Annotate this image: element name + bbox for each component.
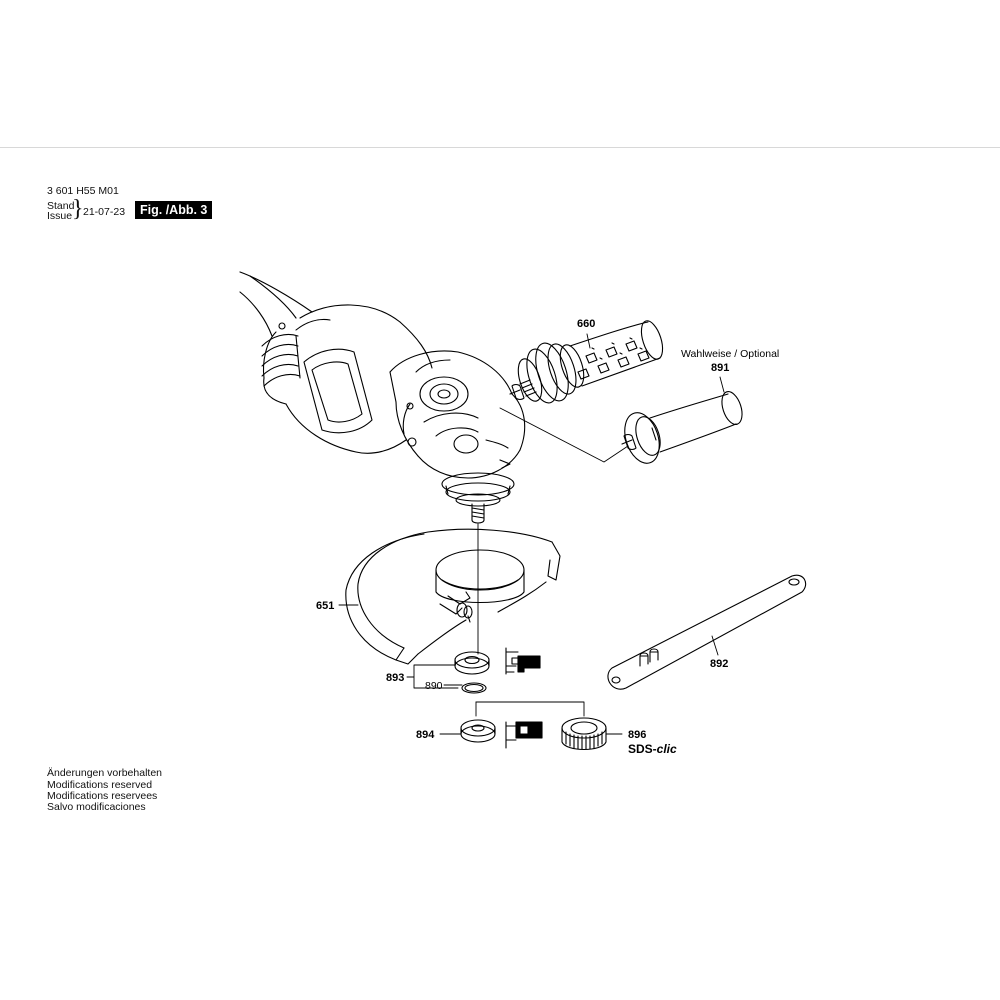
callout-890: 890 [425, 680, 443, 692]
optional-label: Wahlweise / Optional [681, 348, 779, 360]
callout-894: 894 [416, 729, 435, 741]
quick-clamp-nut-896 [561, 717, 607, 751]
part-number: 3 601 H55 M01 [47, 185, 119, 197]
callout-893: 893 [386, 672, 404, 684]
callout-896: 896 [628, 729, 646, 741]
sds-prefix: SDS- [628, 742, 657, 756]
sds-suffix: clic [657, 742, 677, 756]
callout-891: 891 [711, 362, 729, 374]
wheel-guard-651 [345, 528, 561, 665]
callout-660: 660 [577, 318, 595, 330]
issue-date: 21-07-23 [83, 206, 126, 218]
sds-clic-logo: SDS-clic [628, 742, 677, 756]
callout-892: 892 [710, 658, 728, 670]
side-handle-660 [509, 320, 664, 404]
note-es: Salvo modificaciones [47, 801, 146, 813]
callout-651: 651 [316, 600, 334, 612]
stand-label: Stand [47, 200, 75, 212]
grinder-body [239, 271, 526, 524]
two-pin-spanner-892 [607, 574, 807, 690]
top-divider [0, 147, 1000, 148]
note-fr: Modifications reservees [47, 790, 158, 802]
note-de: Änderungen vorbehalten [47, 767, 163, 779]
issue-label: Issue [47, 210, 73, 222]
spanner-icon [505, 647, 541, 675]
flange-nut-893 [454, 651, 490, 694]
mounting-flange-894 [460, 719, 496, 743]
spanner-icon [505, 721, 543, 749]
note-en: Modifications reserved [47, 779, 153, 791]
figure-label: Fig. /Abb. 3 [135, 201, 213, 219]
side-handle-891 [621, 391, 743, 464]
brace-icon: } [72, 196, 84, 222]
